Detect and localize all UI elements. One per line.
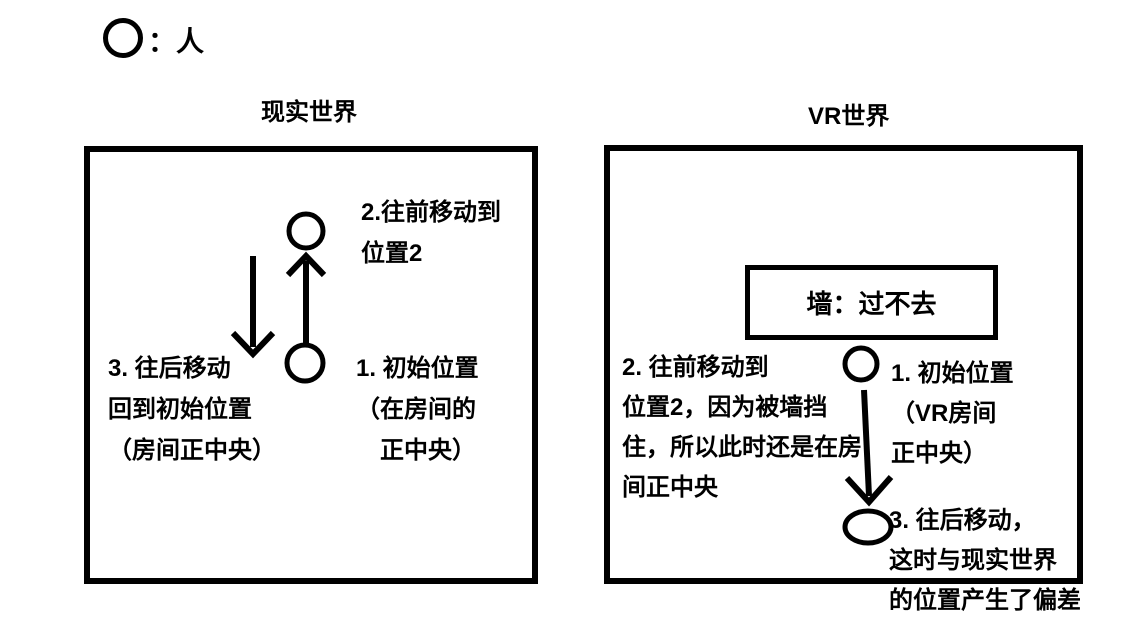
real-step2-label: 2.往前移动到 位置2 [361,199,502,267]
vr-step1-label: 1. 初始位置 （VR房间 正中央） [891,360,1014,467]
vr-world-room-box [604,145,1083,584]
legend-label: ：人 [148,26,205,57]
vr-step3-label: 3. 往后移动， 这时与现实世界 的位置产生了偏差 [889,507,1081,614]
real-step1-label: 1. 初始位置 （在房间的 正中央） [356,355,479,464]
real-world-room-box [84,146,538,584]
real-step3-label: 3. 往后移动 回到初始位置 （房间正中央） [108,355,276,464]
vr-step2-label: 2. 往前移动到 位置2，因为被墙挡 住，所以此时还是在房 间正中央 [622,354,862,501]
real-world-title: 现实世界 [261,99,357,126]
person-icon [103,18,143,58]
vr-world-title: VR世界 [808,103,890,130]
person-circle-real-initial [284,342,326,384]
wall-box: 墙：过不去 [745,265,998,340]
arrow-down-icon [230,256,276,359]
person-circle-vr-offset [842,508,894,546]
arrow-up-icon [285,251,327,344]
person-circle-vr-initial [842,345,880,383]
person-circle-real-position2 [286,211,326,251]
wall-label: 墙：过不去 [806,289,937,319]
arrow-down-icon [844,389,894,507]
